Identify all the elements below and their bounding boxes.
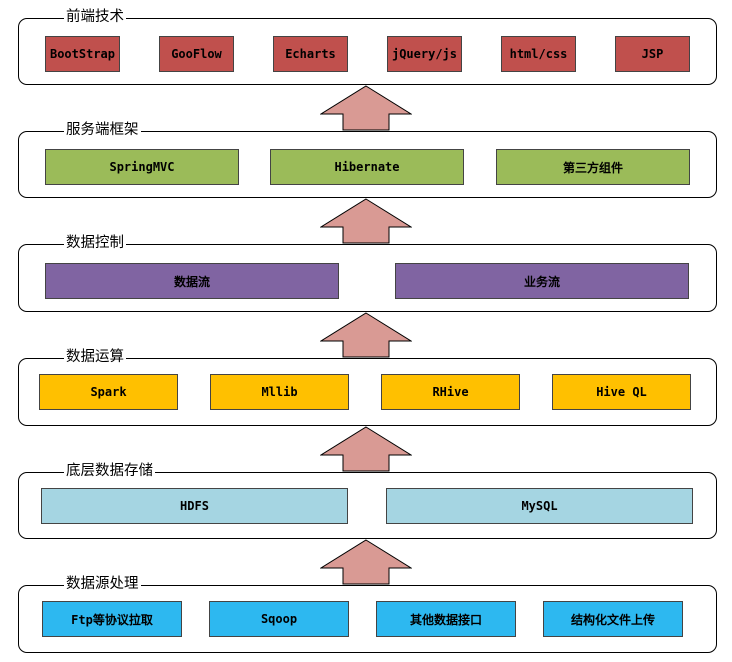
- layer-title-storage: 底层数据存储: [64, 463, 155, 479]
- layer-title-data-compute: 数据运算: [64, 349, 126, 365]
- box-jsp: JSP: [615, 36, 690, 72]
- box-mysql: MySQL: [386, 488, 693, 524]
- box-echarts: Echarts: [273, 36, 348, 72]
- box-third-party: 第三方组件: [496, 149, 690, 185]
- box-business-flow: 业务流: [395, 263, 689, 299]
- layer-title-server-framework: 服务端框架: [64, 122, 141, 138]
- box-data-flow: 数据流: [45, 263, 339, 299]
- arrow-up-icon: [320, 312, 412, 358]
- arrow-up-icon: [320, 539, 412, 585]
- box-ftp: Ftp等协议拉取: [42, 601, 182, 637]
- box-htmlcss: html/css: [501, 36, 576, 72]
- box-rhive: RHive: [381, 374, 520, 410]
- layer-title-frontend: 前端技术: [64, 9, 126, 25]
- box-sqoop: Sqoop: [209, 601, 349, 637]
- box-mllib: Mllib: [210, 374, 349, 410]
- arrow-up-icon: [320, 198, 412, 244]
- arrow-up-icon: [320, 85, 412, 131]
- box-hibernate: Hibernate: [270, 149, 464, 185]
- box-hive-ql: Hive QL: [552, 374, 691, 410]
- box-structured-upload: 结构化文件上传: [543, 601, 683, 637]
- box-other-interfaces: 其他数据接口: [376, 601, 516, 637]
- layer-frontend: [18, 18, 717, 85]
- box-hdfs: HDFS: [41, 488, 348, 524]
- box-spark: Spark: [39, 374, 178, 410]
- box-gooflow: GooFlow: [159, 36, 234, 72]
- box-bootstrap: BootStrap: [45, 36, 120, 72]
- box-springmvc: SpringMVC: [45, 149, 239, 185]
- box-jquery: jQuery/js: [387, 36, 462, 72]
- arrow-up-icon: [320, 426, 412, 472]
- layer-title-data-source: 数据源处理: [64, 576, 141, 592]
- layer-title-data-control: 数据控制: [64, 235, 126, 251]
